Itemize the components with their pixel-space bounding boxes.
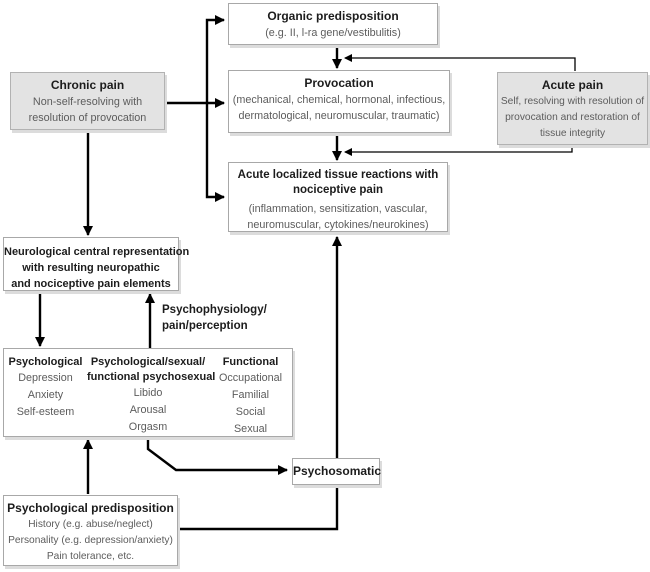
psychophysiology-label-line: Psychophysiology/: [162, 304, 267, 316]
psychological-item: Depression: [18, 371, 73, 384]
provocation-line: (mechanical, chemical, hormonal, infecti…: [232, 94, 446, 106]
arrow-acute-to-provocation: [344, 54, 576, 71]
psychosomatic-box: Psychosomatic: [292, 458, 382, 485]
functional-column-header: Functional: [222, 356, 279, 368]
psychological-item: Anxiety: [27, 388, 64, 401]
provocation-title: Provocation: [304, 76, 374, 90]
chronic-pain-line: Non-self-resolving with: [32, 96, 143, 108]
psychological-item: Self-esteem: [16, 405, 75, 418]
provocation-box: Provocation (mechanical, chemical, hormo…: [228, 70, 450, 133]
organic-predisposition-box: Organic predisposition (e.g. II, l-ra ge…: [228, 3, 438, 45]
functional-column: Functional Occupational Familial Social …: [209, 355, 292, 438]
arrow-chronic-to-tissue: [205, 103, 225, 202]
psychosexual-column-header: Psychological/sexual/: [90, 356, 206, 368]
psychological-column: Psychological Depression Anxiety Self-es…: [4, 355, 87, 421]
psychological-column-header: Psychological: [8, 356, 83, 368]
arrow-predisposition-to-tissue: [178, 236, 342, 531]
psychophysiology-label: Psychophysiology/ pain/perception: [162, 303, 267, 334]
psychological-predisposition-title: Psychological predisposition: [7, 501, 174, 515]
psychological-predisposition-line: Pain tolerance, etc.: [46, 550, 135, 562]
chronic-pain-box: Chronic pain Non-self-resolving with res…: [10, 72, 165, 130]
acute-tissue-reactions-title: Acute localized tissue reactions with: [237, 169, 439, 181]
psychological-predisposition-line: Personality (e.g. depression/anxiety): [8, 534, 173, 546]
acute-pain-line: provocation and restoration of: [505, 111, 640, 123]
functional-item: Sexual: [233, 422, 267, 435]
chronic-pain-line: resolution of provocation: [28, 112, 147, 125]
acute-pain-box: Acute pain Self, resolving with resoluti…: [497, 72, 648, 145]
acute-tissue-reactions-title: nociceptive pain: [292, 183, 384, 196]
acute-tissue-reactions-line: neuromuscular, cytokines/neurokines): [247, 219, 429, 232]
neurological-line: and nociceptive pain elements: [11, 277, 171, 290]
chronic-pain-title: Chronic pain: [50, 78, 125, 92]
acute-pain-line: Self, resolving with resolution of: [500, 96, 645, 107]
functional-item: Occupational: [218, 371, 283, 384]
psychosexual-item: Orgasm: [128, 420, 168, 433]
acute-pain-title: Acute pain: [541, 78, 604, 92]
arrow-chronic-to-organic: [205, 15, 225, 103]
neurological-representation-box: Neurological central representation with…: [3, 237, 190, 291]
psychosexual-column-header: functional psychosexual: [87, 370, 216, 383]
psychosexual-item: Arousal: [129, 403, 167, 416]
organic-predisposition-title: Organic predisposition: [267, 9, 399, 23]
neurological-line: with resulting neuropathic: [22, 261, 160, 274]
psychological-predisposition-line: History (e.g. abuse/neglect): [28, 519, 153, 530]
organic-predisposition-examples: (e.g. II, l-ra gene/vestibulitis): [265, 27, 401, 39]
psychosomatic-title: Psychosomatic: [293, 464, 382, 478]
psychophysiology-label-line: pain/perception: [162, 319, 248, 332]
provocation-line: dermatological, neuromuscular, traumatic…: [238, 110, 440, 123]
arrow-columns-to-psychosomatic: [146, 437, 288, 475]
acute-tissue-reactions-box: Acute localized tissue reactions with no…: [228, 162, 448, 232]
psychosexual-item: Libido: [133, 386, 163, 399]
arrow-acute-to-tissue: [344, 146, 573, 156]
psychological-predisposition-box: Psychological predisposition History (e.…: [3, 495, 178, 566]
acute-pain-line: tissue integrity: [539, 127, 606, 139]
psychological-columns-box: Psychological Depression Anxiety Self-es…: [3, 348, 293, 437]
functional-item: Social: [235, 405, 266, 418]
functional-item: Familial: [231, 388, 270, 401]
acute-tissue-reactions-line: (inflammation, sensitization, vascular,: [248, 202, 428, 215]
psychosexual-column: Psychological/sexual/ functional psychos…: [87, 355, 216, 436]
neurological-line: Neurological central representation: [4, 246, 190, 258]
